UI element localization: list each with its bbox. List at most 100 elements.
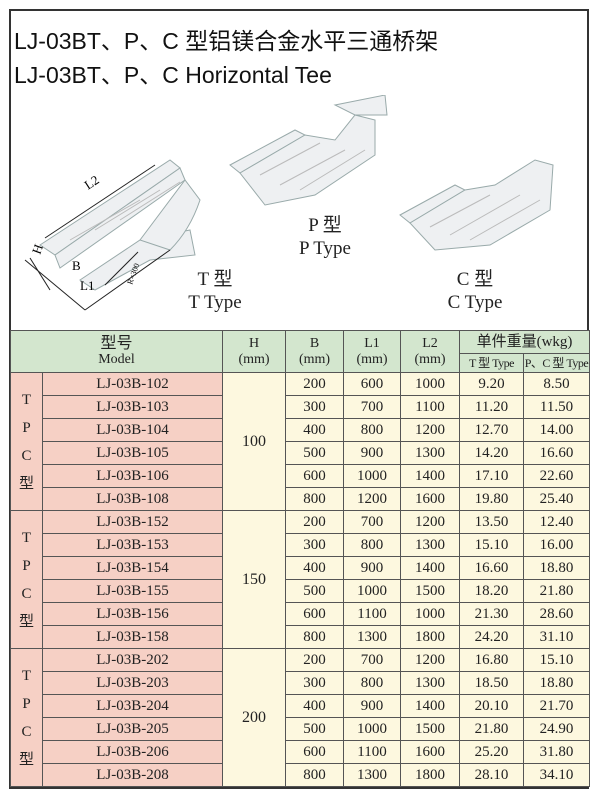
cell-l2: 1100 — [400, 395, 460, 419]
cell-weight-pc: 16.00 — [522, 533, 591, 557]
title-chinese: LJ-03BT、P、C 型铝镁合金水平三通桥架 — [14, 28, 439, 54]
type-group-letter: C — [21, 585, 32, 602]
cell-b: 200 — [285, 648, 344, 672]
header-h: H(mm) — [222, 330, 286, 373]
cell-weight-pc: 21.70 — [522, 694, 591, 718]
cell-weight-pc: 18.80 — [522, 671, 591, 695]
cell-b: 800 — [285, 487, 344, 511]
cell-weight-pc: 28.60 — [522, 602, 591, 626]
header-model-en: Model — [98, 351, 135, 367]
type-group-letter: T — [21, 667, 32, 684]
cell-b: 200 — [285, 372, 344, 396]
cell-weight-t: 21.80 — [459, 717, 524, 741]
cell-l2: 1000 — [400, 602, 460, 626]
p-type-tray-illustration — [229, 95, 388, 206]
cell-l2: 1300 — [400, 533, 460, 557]
cell-weight-pc: 14.00 — [522, 418, 591, 442]
cell-b: 400 — [285, 556, 344, 580]
cell-l1: 1000 — [343, 464, 401, 488]
cell-l1: 700 — [343, 395, 401, 419]
c-type-label-cn: C 型 — [456, 269, 494, 290]
header-t-type: T 型 Type — [459, 353, 524, 373]
cell-weight-t: 24.20 — [459, 625, 524, 649]
cell-b: 800 — [285, 625, 344, 649]
cell-model: LJ-03B-105 — [42, 441, 223, 465]
cell-l2: 1200 — [400, 510, 460, 534]
cell-l1: 900 — [343, 694, 401, 718]
cell-weight-t: 21.30 — [459, 602, 524, 626]
header-h-label: H — [248, 335, 260, 351]
cell-weight-t: 18.50 — [459, 671, 524, 695]
c-type-tray-illustration — [399, 159, 554, 251]
cell-l1: 1300 — [343, 625, 401, 649]
cell-model: LJ-03B-158 — [42, 625, 223, 649]
cell-weight-pc: 21.80 — [522, 579, 591, 603]
cell-model: LJ-03B-155 — [42, 579, 223, 603]
cell-weight-pc: 18.80 — [522, 556, 591, 580]
dim-b: B — [72, 258, 81, 273]
header-l2-label: L2 — [422, 335, 438, 351]
cell-b: 300 — [285, 671, 344, 695]
cell-l1: 1000 — [343, 717, 401, 741]
t-type-label-cn: T 型 — [197, 269, 233, 290]
header-subrow: T 型 Type P、C 型 Type — [11, 353, 591, 373]
header-l1-label: L1 — [364, 335, 380, 351]
cell-weight-pc: 12.40 — [522, 510, 591, 534]
cell-weight-t: 12.70 — [459, 418, 524, 442]
cell-l1: 800 — [343, 671, 401, 695]
cell-model: LJ-03B-208 — [42, 763, 223, 787]
cell-h: 100 — [222, 372, 286, 511]
c-type-caption: C 型 C Type — [435, 268, 515, 314]
cell-l2: 1000 — [400, 372, 460, 396]
cell-b: 500 — [285, 441, 344, 465]
cell-weight-t: 28.10 — [459, 763, 524, 787]
cell-l1: 1000 — [343, 579, 401, 603]
cell-model: LJ-03B-203 — [42, 671, 223, 695]
cell-l2: 1200 — [400, 648, 460, 672]
cell-b: 600 — [285, 740, 344, 764]
type-group-letter: 型 — [18, 613, 34, 630]
type-group-letter: P — [22, 419, 31, 436]
cell-l1: 900 — [343, 556, 401, 580]
cell-b: 500 — [285, 579, 344, 603]
p-type-label-cn: P 型 — [308, 215, 342, 236]
cell-weight-pc: 25.40 — [522, 487, 591, 511]
cell-b: 400 — [285, 694, 344, 718]
cell-b: 300 — [285, 395, 344, 419]
cell-weight-pc: 22.60 — [522, 464, 591, 488]
cell-l2: 1300 — [400, 441, 460, 465]
t-type-tray-illustration: L2 H B L1 R=300 — [24, 159, 201, 311]
type-group-letter: 型 — [18, 475, 34, 492]
cell-model: LJ-03B-104 — [42, 418, 223, 442]
cell-l1: 800 — [343, 418, 401, 442]
cell-weight-pc: 24.90 — [522, 717, 591, 741]
cell-l2: 1500 — [400, 579, 460, 603]
cell-model: LJ-03B-156 — [42, 602, 223, 626]
cell-l1: 800 — [343, 533, 401, 557]
header-h-unit: (mm) — [238, 351, 270, 367]
dim-l2: L2 — [81, 172, 101, 192]
cell-l1: 700 — [343, 510, 401, 534]
p-type-label-en: P Type — [299, 238, 351, 259]
cell-l2: 1200 — [400, 418, 460, 442]
c-type-label-en: C Type — [447, 292, 503, 313]
cell-l1: 1100 — [343, 740, 401, 764]
type-group-letter: T — [21, 391, 32, 408]
header-l1: L1(mm) — [343, 330, 401, 373]
cell-l2: 1800 — [400, 763, 460, 787]
cell-weight-pc: 15.10 — [522, 648, 591, 672]
cell-b: 200 — [285, 510, 344, 534]
